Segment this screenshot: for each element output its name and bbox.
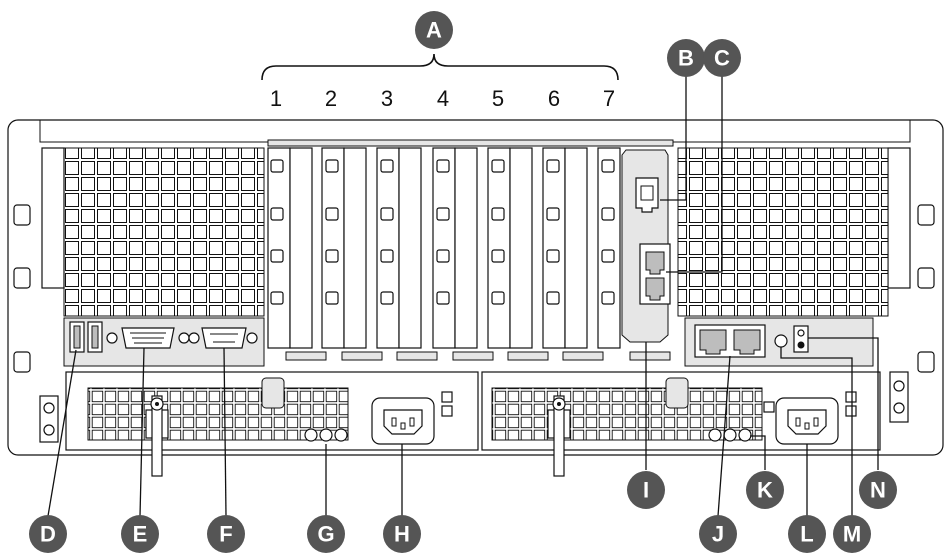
pci-slot-3 [376, 147, 438, 361]
leader-lines [47, 76, 879, 517]
callout-markers: A B C D E F G H I J K L M N [29, 11, 897, 553]
pci-slot-7 [597, 147, 671, 361]
right-side-bracket [889, 371, 909, 423]
svg-text:K: K [757, 478, 773, 503]
psu-1-ac-inlet [371, 397, 435, 445]
rack-ear-hole [917, 204, 935, 226]
status-leds [793, 325, 809, 353]
svg-text:C: C [714, 46, 730, 71]
svg-text:A: A [426, 18, 442, 43]
callout-n: N [859, 471, 897, 509]
pci-slot-4 [432, 147, 494, 361]
svg-text:J: J [712, 522, 724, 547]
slot-number-3: 3 [381, 86, 393, 111]
callout-b: B [667, 39, 705, 77]
pci-slot-5 [487, 147, 549, 361]
svg-text:N: N [870, 478, 886, 503]
callout-m: M [833, 515, 871, 553]
slot-number-2: 2 [325, 86, 337, 111]
slot-number-5: 5 [492, 86, 504, 111]
stacked-lan-ports [639, 243, 671, 305]
left-rack-ear [41, 147, 65, 289]
rack-ear-hole [917, 351, 935, 373]
svg-text:M: M [843, 522, 861, 547]
right-vent-grid [677, 147, 889, 317]
svg-text:I: I [643, 478, 649, 503]
pci-slot-1 [267, 147, 327, 361]
slot-numbers: 1 2 3 4 5 6 7 [270, 86, 615, 111]
callout-h: H [383, 515, 421, 553]
psu-2-ac-inlet [775, 397, 839, 445]
video-port [106, 327, 190, 349]
rack-ear-hole [13, 204, 31, 226]
power-supply-2 [481, 371, 881, 477]
slot-number-1: 1 [270, 86, 282, 111]
pci-slot-6 [542, 147, 604, 361]
card-guide-bar [267, 139, 674, 147]
rack-ear-hole [13, 267, 31, 289]
rack-ear-hole [917, 267, 935, 289]
psu-1-leds [304, 428, 348, 442]
slot-number-6: 6 [548, 86, 560, 111]
nic-ports [694, 324, 766, 358]
right-rack-ear [887, 147, 911, 289]
callout-l: L [788, 515, 826, 553]
slot-number-4: 4 [437, 86, 449, 111]
callout-d: D [29, 515, 67, 553]
psu-2-leds [708, 428, 752, 442]
callout-e: E [121, 515, 159, 553]
callout-g: G [307, 515, 345, 553]
svg-text:E: E [133, 522, 148, 547]
rack-ear-hole [13, 351, 31, 373]
power-supply-1 [65, 371, 479, 477]
callout-c: C [703, 39, 741, 77]
svg-text:H: H [394, 522, 410, 547]
slot-number-7: 7 [603, 86, 615, 111]
left-vent-grid [63, 147, 265, 317]
callout-j: J [699, 515, 737, 553]
callout-a: A [415, 11, 453, 49]
id-button [774, 334, 788, 348]
svg-text:B: B [678, 46, 694, 71]
usb-ports [69, 321, 103, 353]
callout-f: F [207, 515, 245, 553]
svg-text:D: D [40, 522, 56, 547]
svg-text:L: L [800, 522, 813, 547]
slot-brace [261, 53, 619, 81]
svg-text:F: F [219, 522, 232, 547]
management-port [635, 177, 659, 213]
callout-i: I [627, 471, 665, 509]
serial-port [188, 327, 258, 349]
pci-slot-2 [321, 147, 383, 361]
svg-text:G: G [317, 522, 334, 547]
pci-slots [267, 147, 671, 361]
callout-k: K [746, 471, 784, 509]
